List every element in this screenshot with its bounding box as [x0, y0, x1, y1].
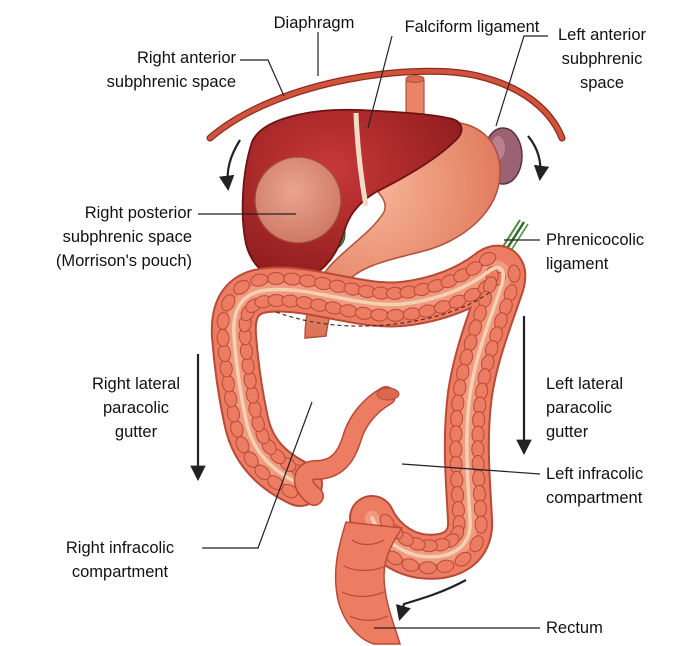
- haustrum: [450, 456, 463, 473]
- leader-right-anterior: [240, 60, 284, 96]
- right-subphrenic-flow-arrow: [228, 140, 241, 188]
- haustrum: [450, 425, 462, 442]
- haustrum: [474, 500, 487, 518]
- label-right-anterior-subphrenic-2: subphrenic space: [107, 73, 236, 91]
- haustrum: [387, 309, 404, 322]
- haustrum: [475, 516, 487, 533]
- label-left-lateral-paracolic-3: gutter: [546, 423, 589, 441]
- label-right-posterior-subphrenic-3: (Morrison's pouch): [56, 252, 192, 270]
- haustrum: [268, 272, 285, 284]
- left-subphrenic-flow-arrow: [528, 136, 541, 178]
- label-right-anterior-subphrenic-1: Right anterior: [137, 49, 237, 67]
- pelvic-flow-arrow: [400, 580, 466, 618]
- haustrum: [419, 561, 436, 574]
- label-phrenicocolic-1: Phrenicocolic: [546, 231, 644, 249]
- label-left-lateral-paracolic-1: Left lateral: [546, 375, 623, 393]
- small-bowel-loop: [304, 388, 399, 496]
- label-right-infracolic-1: Right infracolic: [66, 539, 174, 557]
- label-right-lateral-paracolic-2: paracolic: [103, 399, 169, 417]
- label-left-infracolic-2: compartment: [546, 489, 643, 507]
- label-left-infracolic-1: Left infracolic: [546, 465, 643, 483]
- label-left-anterior-subphrenic-1: Left anterior: [558, 26, 647, 44]
- label-falciform-ligament: Falciform ligament: [405, 18, 540, 36]
- label-right-infracolic-2: compartment: [72, 563, 169, 581]
- label-diaphragm: Diaphragm: [274, 14, 355, 32]
- haustrum: [450, 410, 463, 428]
- label-right-lateral-paracolic-3: gutter: [115, 423, 158, 441]
- haustrum: [450, 441, 462, 458]
- label-phrenicocolic-2: ligament: [546, 255, 609, 273]
- label-rectum: Rectum: [546, 619, 603, 637]
- label-left-lateral-paracolic-2: paracolic: [546, 399, 612, 417]
- rectum: [336, 522, 402, 644]
- small-bowel-end: [377, 388, 399, 400]
- label-left-anterior-subphrenic-3: space: [580, 74, 624, 92]
- label-right-posterior-subphrenic-1: Right posterior: [85, 204, 193, 222]
- morrisons-pouch-area: [255, 157, 341, 243]
- label-right-posterior-subphrenic-2: subphrenic space: [63, 228, 192, 246]
- label-right-lateral-paracolic-1: Right lateral: [92, 375, 180, 393]
- label-left-anterior-subphrenic-2: subphrenic: [562, 50, 643, 68]
